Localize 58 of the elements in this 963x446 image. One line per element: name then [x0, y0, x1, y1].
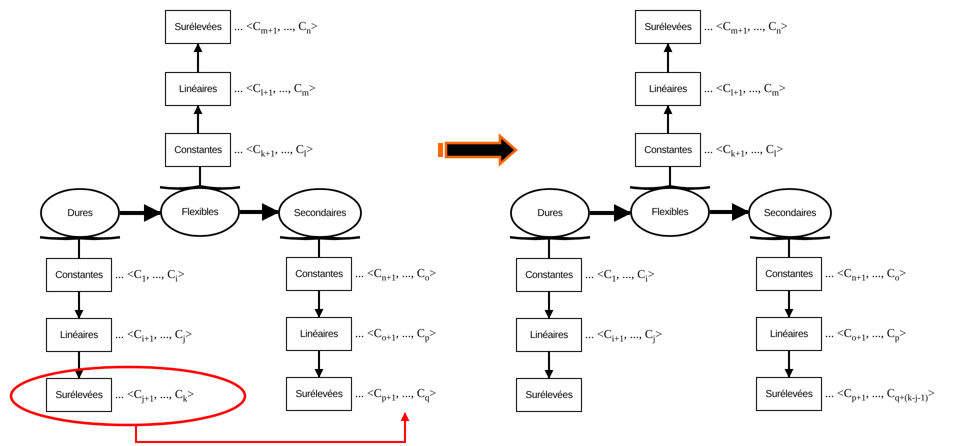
sequence-label: ... <C$_{m+1}$, ..., C$_{n}$>: [234, 18, 318, 36]
sequence-label: ... <C$_{m+1}$, ..., C$_{n}$>: [704, 18, 788, 36]
sequence-label: ... <C$_{o+1}$, ..., C$_{p}$>: [825, 326, 906, 342]
sequence-label: ... <C$_{k+1}$, ..., C$_{l}$>: [234, 142, 314, 158]
process-box: Constantes: [516, 258, 582, 292]
process-box: Linéaires: [46, 318, 112, 352]
process-box: Linéaires: [165, 72, 231, 106]
sequence-label: ... <C$_{i+1}$, ..., C$_{j}$>: [115, 326, 192, 344]
category-label: Flexibles: [182, 206, 218, 218]
sequence-label: ... <C$_{l+1}$, ..., C$_{m}$>: [234, 80, 316, 98]
arrow: [194, 105, 202, 133]
arrow: [710, 203, 750, 221]
arrow: [664, 105, 672, 133]
process-box: Surélevées: [165, 10, 231, 44]
process-box: Linéaires: [635, 72, 701, 106]
sequence-label: ... <C$_{i+1}$, ..., C$_{j}$>: [585, 326, 662, 344]
arrow: [74, 292, 84, 319]
sequence-label: ... <C$_{p+1}$, ..., C$_{q+(k-j-1)}$>: [825, 386, 935, 402]
process-box: Constantes: [756, 257, 822, 291]
sequence-label: ... <C$_{o+1}$, ..., C$_{p}$>: [355, 326, 436, 342]
sequence-label: ... <C$_{p+1}$, ..., C$_{q}$>: [355, 386, 436, 402]
arrow: [74, 352, 84, 379]
sequence-label: ... <C$_{k+1}$, ..., C$_{l}$>: [704, 142, 784, 158]
arrow: [784, 351, 794, 378]
arrow: [544, 352, 554, 379]
arrow: [664, 43, 672, 72]
sequence-label: ... <C$_{1}$, ..., C$_{i}$>: [115, 266, 185, 284]
category-label: Flexibles: [652, 206, 688, 218]
sequence-label: ... <C$_{l+1}$, ..., C$_{m}$>: [704, 80, 786, 98]
sequence-label: ... <C$_{1}$, ..., C$_{i}$>: [585, 266, 655, 284]
arrow: [120, 204, 162, 222]
arrow: [194, 43, 202, 72]
arrow: [240, 203, 280, 221]
process-box: Constantes: [165, 133, 231, 167]
arrow: [784, 291, 794, 318]
category-label: Dures: [537, 208, 563, 218]
process-box: Constantes: [286, 257, 352, 291]
process-box: Surélevées: [46, 378, 112, 412]
arrow: [314, 291, 324, 318]
process-box: Surélevées: [286, 377, 352, 411]
process-box: Surélevées: [756, 377, 822, 411]
process-box: Surélevées: [635, 10, 701, 44]
arrow: [544, 292, 554, 319]
arrow: [590, 204, 632, 222]
sequence-label: ... <C$_{n+1}$, ..., C$_{o}$>: [825, 266, 906, 282]
category-label: Secondaires: [764, 208, 816, 218]
arrow: [135, 412, 410, 443]
process-box: Linéaires: [756, 317, 822, 351]
process-box: Surélevées: [516, 378, 582, 412]
arrow: [314, 351, 324, 378]
process-box: Constantes: [635, 133, 701, 167]
sequence-label: ... <C$_{j+1}$, ..., C$_{k}$>: [115, 386, 194, 404]
process-box: Linéaires: [516, 318, 582, 352]
sequence-label: ... <C$_{n+1}$, ..., C$_{o}$>: [355, 266, 436, 282]
category-label: Secondaires: [294, 208, 346, 218]
category-label: Dures: [67, 208, 93, 218]
process-box: Constantes: [46, 258, 112, 292]
process-box: Linéaires: [286, 317, 352, 351]
